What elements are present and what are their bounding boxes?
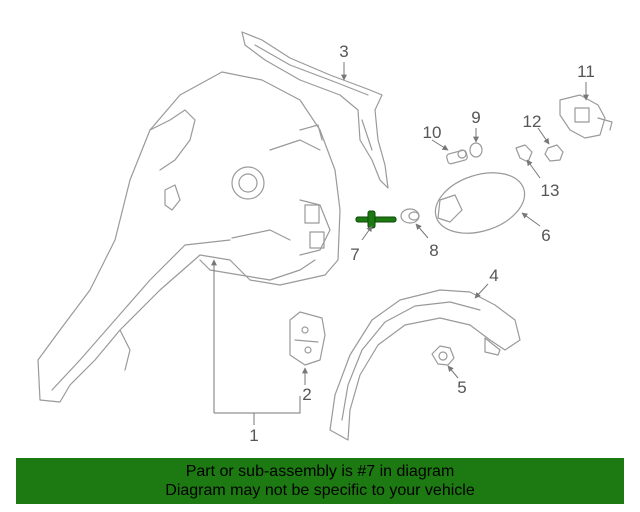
lock-actuator-part [559,94,613,139]
callout-12: 12 [523,112,542,131]
callout-1: 1 [249,426,258,445]
leader-lines [211,62,589,425]
nut-part [544,144,564,162]
part-7-highlighted [355,210,397,229]
callout-4: 4 [489,266,498,285]
callout-3: 3 [339,42,348,61]
callout-7: 7 [350,245,359,264]
grommet-part [400,208,420,224]
fuel-door-part [434,172,526,234]
callout-10: 10 [423,123,442,142]
cap-part [469,142,483,158]
quarter-panel-part [37,71,341,403]
spring-part [446,149,468,165]
clip-part [431,345,455,366]
callout-9: 9 [471,108,480,127]
fender-liner-part [329,289,521,441]
callout-5: 5 [457,378,466,397]
callout-13: 13 [541,181,560,200]
info-banner: Part or sub-assembly is #7 in diagram Di… [16,458,624,504]
banner-line-1: Part or sub-assembly is #7 in diagram [185,463,455,480]
bracket-part [289,311,326,366]
callout-11: 11 [577,62,595,81]
callout-labels: 1 2 3 4 5 6 7 8 9 10 11 12 13 [249,42,595,445]
callout-6: 6 [541,226,550,245]
bracket-small-part [515,144,533,163]
callout-8: 8 [429,241,438,260]
banner-line-2: Diagram may not be specific to your vehi… [165,482,475,499]
reinforcement-part [241,31,389,189]
callout-2: 2 [302,385,311,404]
